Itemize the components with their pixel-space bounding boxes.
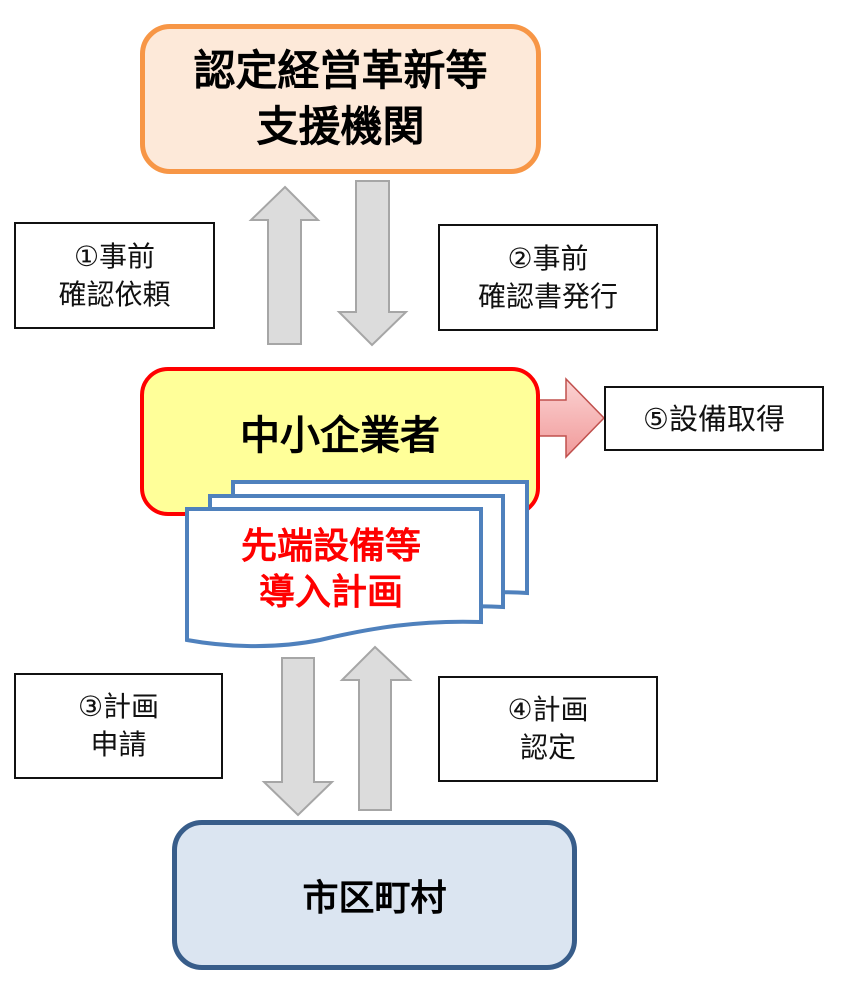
plan-line2: 導入計画 [258,572,403,613]
sme-label: 中小企業者 [240,412,440,459]
step-2-line1: ②事前 [507,241,589,275]
step-3-line2: 申請 [90,728,147,761]
step-5-label: ⑤設備取得 [604,386,824,451]
step-2-line2: 確認書発行 [477,279,618,313]
plan-document-sheet-front [185,507,483,649]
step-4-line2: 認定 [519,731,576,764]
step-5-line1: ⑤設備取得 [643,401,785,436]
support-org-line1: 認定経営革新等 [193,46,488,95]
node-certified-support-organization: 認定経営革新等 支援機関 [140,24,541,174]
arrow-step2-down [336,180,409,347]
municipality-label: 市区町村 [302,878,447,919]
plan-document-title: 先端設備等 導入計画 [186,515,476,625]
arrow-step4-up [339,645,413,811]
step-3-label: ③計画 申請 [14,673,223,779]
step-1-line1: ①事前 [73,239,156,273]
step-1-line2: 確認依頼 [58,277,171,311]
step-1-label: ①事前 確認依頼 [14,222,215,329]
plan-line1: 先端設備等 [240,526,421,567]
step-3-line1: ③計画 [77,690,160,723]
node-municipality: 市区町村 [172,820,577,970]
step-2-label: ②事前 確認書発行 [438,224,658,331]
step-4-label: ④計画 認定 [438,676,658,782]
arrow-step3-down [261,657,335,817]
step-4-line1: ④計画 [507,693,589,726]
support-org-line2: 支援機関 [256,102,425,151]
arrow-step1-up [248,185,321,345]
